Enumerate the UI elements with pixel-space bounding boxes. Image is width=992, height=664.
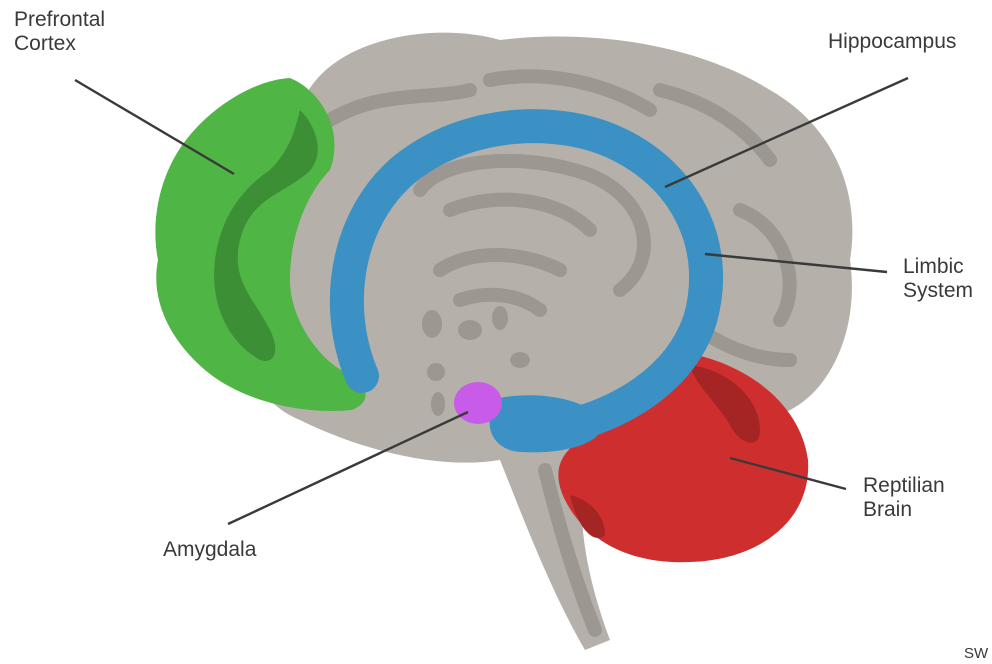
limbic-system-label: Limbic System — [903, 255, 973, 303]
amygdala-label: Amygdala — [163, 538, 256, 562]
prefrontal-cortex-label: Prefrontal Cortex — [14, 8, 105, 56]
reptilian-brain-label-line2: Brain — [863, 498, 945, 522]
hippocampus-label: Hippocampus — [828, 30, 956, 54]
amygdala-label-text: Amygdala — [163, 538, 256, 562]
prefrontal-cortex-label-line2: Cortex — [14, 32, 105, 56]
hippocampus-label-text: Hippocampus — [828, 30, 956, 54]
credit-text-value: SW — [964, 645, 988, 663]
prefrontal-cortex-label-line1: Prefrontal — [14, 8, 105, 32]
reptilian-brain-label-line1: Reptilian — [863, 474, 945, 498]
limbic-system-label-line2: System — [903, 279, 973, 303]
amygdala-region — [454, 382, 502, 424]
limbic-system-label-line1: Limbic — [903, 255, 973, 279]
credit-text: SW — [964, 645, 988, 663]
reptilian-brain-label: Reptilian Brain — [863, 474, 945, 522]
